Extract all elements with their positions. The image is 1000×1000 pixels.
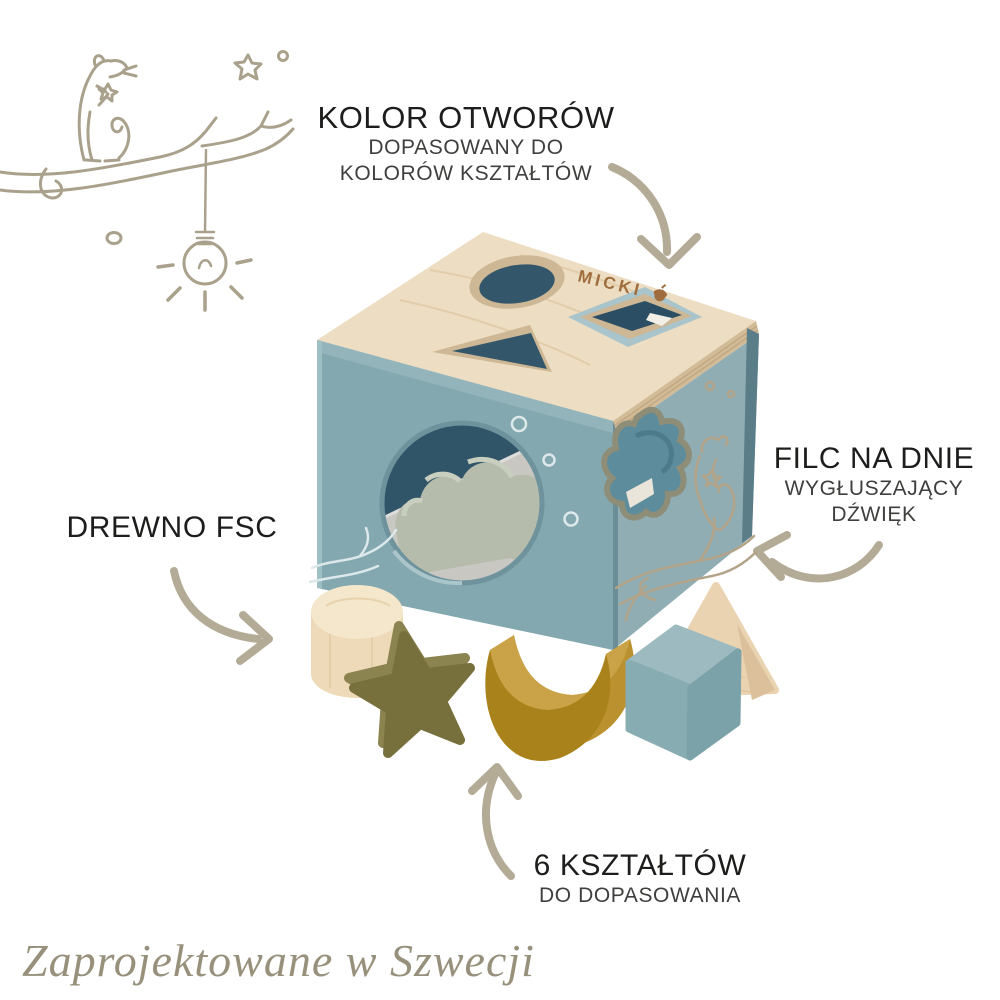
annotation-felt-bottom: FILC NA DNIE WYGŁUSZAJĄCY DŹWIĘK (763, 442, 985, 528)
annotation-holes-color: KOLOR OTWORÓW DOPASOWANY DO KOLORÓW KSZT… (301, 101, 631, 187)
shape-blocks (311, 582, 779, 761)
annotation-line: WYGŁUSZAJĄCY (784, 477, 964, 500)
star-hole (601, 406, 692, 521)
cube-top-face (317, 232, 756, 421)
front-round-opening (379, 420, 545, 586)
acorn-icon (653, 284, 668, 302)
annotation-line: DŹWIĘK (831, 503, 917, 526)
annotation-title: KOLOR OTWORÓW (317, 100, 615, 135)
side-face-prints (614, 380, 758, 622)
annotation-arrows (170, 163, 883, 880)
annotation-line: DO DOPASOWANIA (538, 884, 742, 907)
shape-sorter-cube: MICKI (308, 232, 759, 650)
annotation-title: FILC NA DNIE (773, 442, 975, 475)
squirrel-branch-sketch-icon (0, 50, 295, 312)
annotation-title: 6 KSZTAŁTÓW (533, 849, 747, 882)
circle-hole (469, 255, 565, 309)
annotation-line: DOPASOWANY DO (368, 136, 564, 159)
moon-block (485, 635, 635, 761)
designed-in-sweden-tagline: Zaprojektowane w Szwecji (22, 935, 535, 986)
annotation-six-shapes: 6 KSZTAŁTÓW DO DOPASOWANIA (505, 849, 775, 909)
cube-block (625, 624, 742, 761)
star-block (344, 621, 475, 758)
front-face-doodles (308, 415, 579, 584)
annotation-title: DREWNO FSC (66, 511, 278, 544)
triangle-hole (432, 325, 552, 372)
square-hole (568, 287, 702, 347)
arrow-to-shape-blocks (468, 763, 522, 880)
arrow-to-top-holes (608, 163, 701, 269)
arrow-to-wood-cylinder (170, 567, 273, 665)
annotation-line: KOLORÓW KSZTAŁTÓW (339, 162, 593, 185)
cloud-block (395, 456, 542, 573)
arrow-to-felt-bottom (753, 531, 883, 583)
annotation-fsc-wood: DREWNO FSC (52, 511, 292, 545)
